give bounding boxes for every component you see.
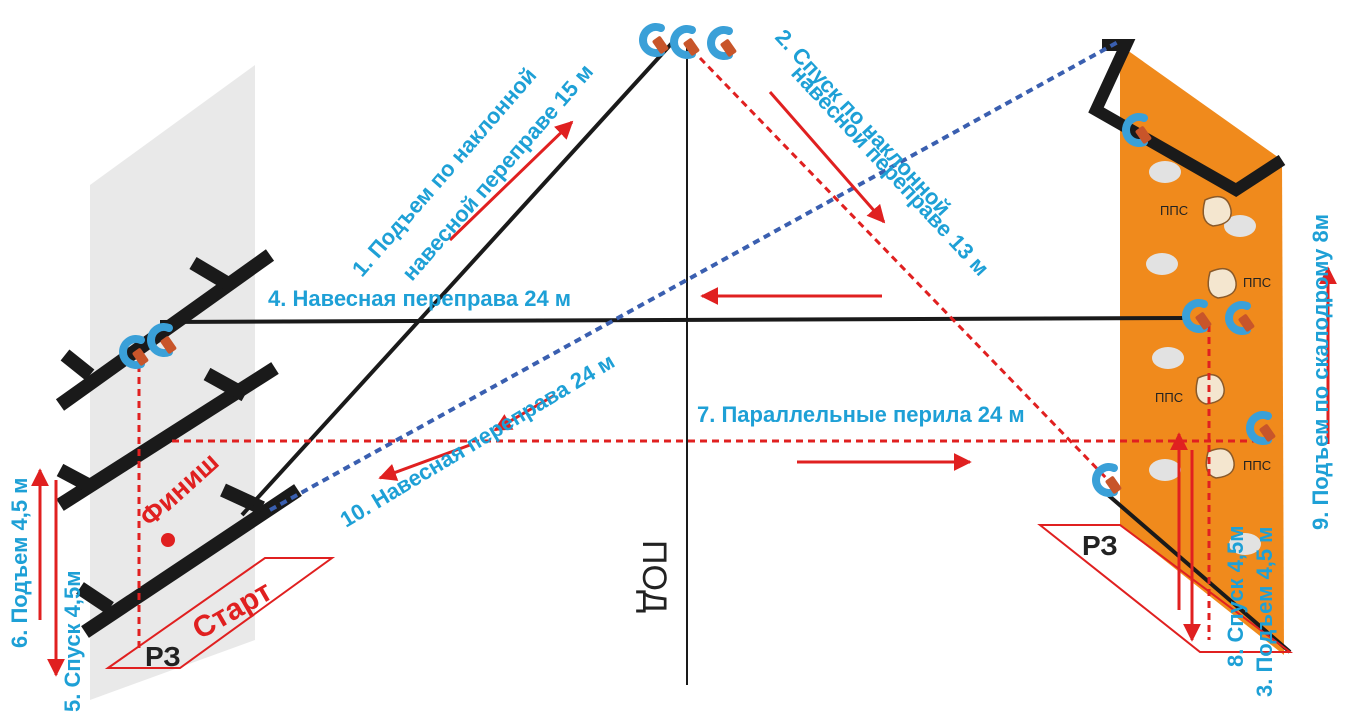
pod-label: ПОД <box>635 540 673 613</box>
dotted-red-lines <box>137 56 1262 650</box>
stage-8-label: 8. Спуск 4,5м <box>1223 525 1248 667</box>
pps-label: ППС <box>1243 458 1271 473</box>
stage-4-label: 4. Навесная переправа 24 м <box>268 286 571 311</box>
dotted-blue-lines <box>269 40 1119 512</box>
direction-arrow-icon <box>31 91 1337 677</box>
stage-3-label: 3. Подъем 4,5 м <box>1252 527 1277 697</box>
rz-label-left: РЗ <box>145 641 181 672</box>
climbing-wall-top-bracket <box>1088 39 1286 198</box>
pps-label: ППС <box>1243 275 1271 290</box>
black-ropes <box>159 41 1292 654</box>
climbing-hold-icon <box>1146 161 1261 555</box>
pps-label: ППС <box>1160 203 1188 218</box>
stage-9-label: 9. Подъем по скалодрому 8м <box>1308 214 1333 530</box>
stage-6-label: 6. Подъем 4,5 м <box>7 478 32 648</box>
climbing-wall <box>1120 45 1284 655</box>
rz-zone-right <box>1037 524 1294 653</box>
stage-7-label: 7. Параллельные перила 24 м <box>697 402 1025 427</box>
pps-labels: ППС ППС ППС ППС <box>1155 203 1271 473</box>
stage-2-label-line2: навесной переправе 13 м <box>786 60 994 280</box>
rz-zone-left <box>104 557 336 669</box>
stage-5-label: 5. Спуск 4,5м <box>60 570 85 712</box>
climbing-hold-icon <box>1195 195 1237 479</box>
rz-label-right: РЗ <box>1082 530 1118 561</box>
finish-marker <box>161 533 175 547</box>
pps-label: ППС <box>1155 390 1183 405</box>
